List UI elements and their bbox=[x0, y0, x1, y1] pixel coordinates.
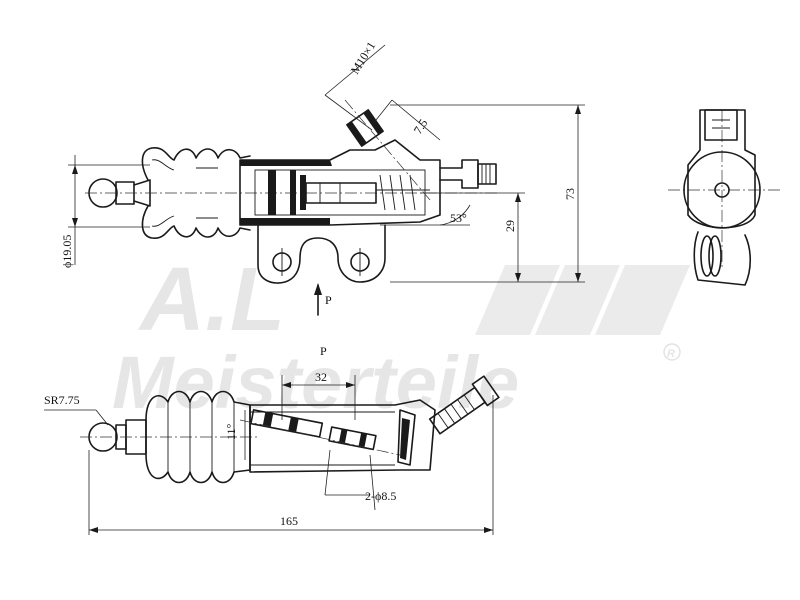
label-pressure-top: P bbox=[325, 293, 332, 307]
dim-height-73: 73 bbox=[563, 188, 577, 200]
end-view bbox=[668, 109, 780, 286]
dim-thread: M10×1 bbox=[348, 39, 379, 76]
cylinder-body-bottom bbox=[249, 399, 436, 473]
dim-diameter-19: ϕ19.05 bbox=[60, 235, 74, 268]
rubber-boot bbox=[141, 147, 251, 239]
watermark-initials: A.L bbox=[138, 250, 285, 350]
dim-angle-53: 53° bbox=[450, 211, 467, 225]
dim-length-165: 165 bbox=[280, 514, 298, 528]
label-pressure-bottom: P bbox=[320, 344, 327, 358]
dim-holes: 2-ϕ8.5 bbox=[365, 489, 396, 503]
watermark-brand: Meisterteile bbox=[112, 341, 519, 424]
watermark-registered-letter: R bbox=[667, 348, 675, 360]
dim-radius: SR7.75 bbox=[44, 393, 80, 407]
watermark-stripe-2 bbox=[535, 265, 620, 335]
dim-spacing-32: 32 bbox=[315, 370, 327, 384]
watermark-stripe-1 bbox=[475, 265, 560, 335]
watermark-stripe-3 bbox=[595, 265, 690, 335]
watermark: A.L Meisterteile R bbox=[112, 250, 690, 424]
bottom-side-view: P 32 SR7.75 bbox=[44, 344, 500, 535]
dim-height-29: 29 bbox=[503, 220, 517, 232]
end-view-body bbox=[683, 151, 761, 229]
mounting-flange bbox=[257, 224, 386, 284]
watermark-registered-mark bbox=[663, 343, 681, 361]
dim-angle-11: 11° bbox=[224, 423, 238, 440]
dim-thread-length: 7.5 bbox=[411, 116, 431, 136]
